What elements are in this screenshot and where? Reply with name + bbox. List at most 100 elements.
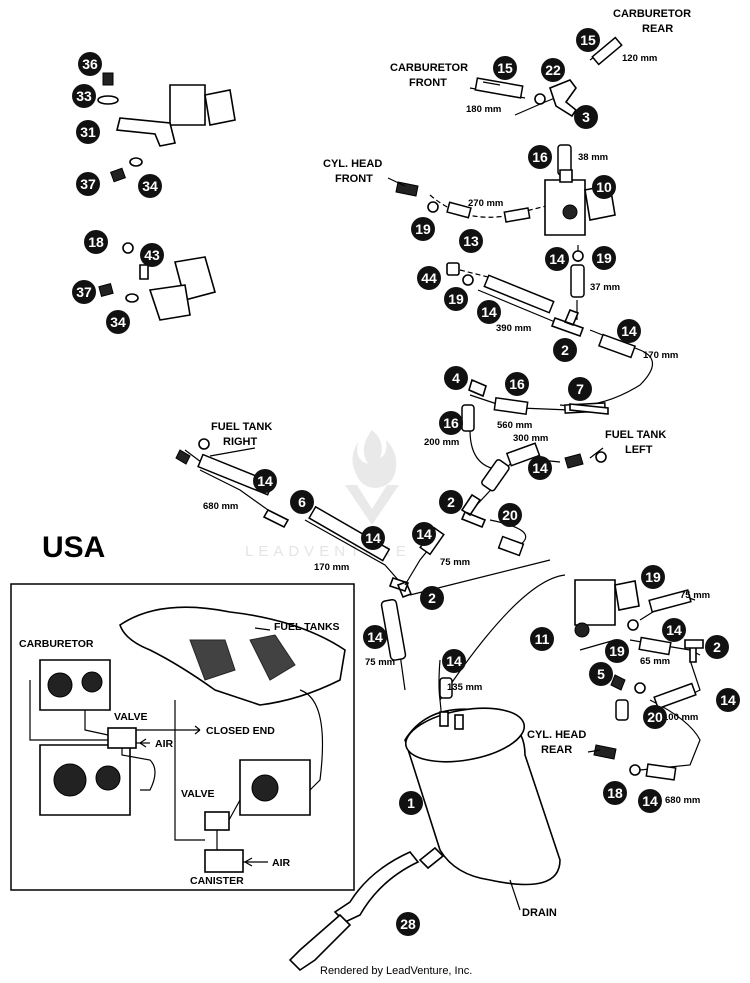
callout-c16a: 16 xyxy=(528,145,552,169)
dim-75-b: 75 mm xyxy=(365,657,395,668)
callout-circle xyxy=(290,490,314,514)
callout-number: 37 xyxy=(76,284,92,300)
callout-c3: 3 xyxy=(574,105,598,129)
callout-number: 6 xyxy=(298,494,306,510)
callout-circle xyxy=(76,120,100,144)
inset-closed-end: CLOSED END xyxy=(206,725,275,737)
dimension-labels: 120 mm 180 mm 38 mm 270 mm 37 mm 390 mm … xyxy=(203,53,710,806)
callout-circle xyxy=(662,618,686,642)
callout-circle xyxy=(592,175,616,199)
callout-number: 14 xyxy=(642,793,658,809)
callout-c2a: 2 xyxy=(553,338,577,362)
dim-560: 560 mm xyxy=(497,420,532,431)
callout-number: 2 xyxy=(428,590,436,606)
callout-number: 36 xyxy=(82,56,98,72)
callout-number: 14 xyxy=(367,629,383,645)
callout-number: 5 xyxy=(597,666,605,682)
callout-circle xyxy=(576,28,600,52)
callout-circle xyxy=(72,84,96,108)
valve-11 xyxy=(574,579,640,638)
callout-c34a: 34 xyxy=(138,174,162,198)
callout-number: 2 xyxy=(713,639,721,655)
inset-fuel-tanks: FUEL TANKS xyxy=(274,621,340,633)
callout-c16b: 16 xyxy=(505,372,529,396)
callout-c16c: 16 xyxy=(439,411,463,435)
callout-number: 14 xyxy=(720,692,736,708)
dim-120: 120 mm xyxy=(622,53,657,64)
callout-circle xyxy=(412,522,436,546)
inset-carburetor: CARBURETOR xyxy=(19,638,94,650)
callout-number: 19 xyxy=(609,643,625,659)
bracket-assembly-mid xyxy=(98,256,216,321)
callout-circle xyxy=(420,586,444,610)
callout-number: 13 xyxy=(463,233,479,249)
canister xyxy=(404,707,561,886)
label-cyl-head-front-1: CYL. HEAD xyxy=(323,158,382,170)
inset-canister: CANISTER xyxy=(190,875,244,887)
callout-circle xyxy=(76,172,100,196)
callout-circle xyxy=(72,280,96,304)
callout-c14b: 14 xyxy=(477,300,501,324)
callout-circle xyxy=(638,789,662,813)
clamps xyxy=(122,93,646,776)
watermark: LEADVENTURE xyxy=(245,430,406,560)
callout-c14h: 14 xyxy=(363,625,387,649)
callout-circle xyxy=(477,300,501,324)
callout-circle xyxy=(545,247,569,271)
callout-circle xyxy=(78,52,102,76)
dim-100: 100 mm xyxy=(663,712,698,723)
callout-number: 14 xyxy=(416,526,432,542)
dim-37: 37 mm xyxy=(590,282,620,293)
callout-circle xyxy=(541,58,565,82)
callout-c10: 10 xyxy=(592,175,616,199)
callout-c15a: 15 xyxy=(493,56,517,80)
callout-circle xyxy=(603,781,627,805)
bracket-assembly-top xyxy=(97,72,236,183)
callout-c14l: 14 xyxy=(638,789,662,813)
region-label: USA xyxy=(42,531,105,564)
text-labels: CARBURETOR REAR CARBURETOR FRONT CYL. HE… xyxy=(42,8,691,919)
callout-number: 15 xyxy=(497,60,513,76)
callout-number: 37 xyxy=(80,176,96,192)
callout-c43: 43 xyxy=(140,243,164,267)
label-fuel-tank-right-2: RIGHT xyxy=(223,436,258,448)
callout-c14d: 14 xyxy=(528,456,552,480)
sensors xyxy=(175,181,626,760)
dim-135: 135 mm xyxy=(447,682,482,693)
callout-c28: 28 xyxy=(396,912,420,936)
callout-number: 3 xyxy=(582,109,590,125)
callout-number: 20 xyxy=(647,709,663,725)
label-drain: DRAIN xyxy=(522,907,557,919)
inset-valve-a: VALVE xyxy=(114,711,147,723)
dim-170-a: 170 mm xyxy=(643,350,678,361)
callout-number: 33 xyxy=(76,88,92,104)
hose-pieces xyxy=(197,36,697,781)
callout-number: 2 xyxy=(561,342,569,358)
callout-number: 16 xyxy=(509,376,525,392)
label-cyl-head-front-2: FRONT xyxy=(335,173,373,185)
callout-number: 19 xyxy=(415,221,431,237)
inset-valve-b: VALVE xyxy=(181,788,214,800)
callout-circle xyxy=(528,456,552,480)
callout-c14c: 14 xyxy=(617,319,641,343)
callout-number: 19 xyxy=(448,291,464,307)
callout-circle xyxy=(605,639,629,663)
callout-circle xyxy=(505,372,529,396)
inset-air-b: AIR xyxy=(272,857,291,869)
callout-number: 1 xyxy=(407,795,415,811)
drain-hose xyxy=(288,846,445,972)
valve-10 xyxy=(544,169,616,236)
callout-circle xyxy=(592,246,616,270)
callout-c11: 11 xyxy=(530,627,554,651)
callout-c33: 33 xyxy=(72,84,96,108)
label-cyl-head-rear-2: REAR xyxy=(541,744,572,756)
callout-c31: 31 xyxy=(76,120,100,144)
callout-c19d: 19 xyxy=(641,565,665,589)
callout-c19e: 19 xyxy=(605,639,629,663)
dim-65: 65 mm xyxy=(640,656,670,667)
callout-c14f: 14 xyxy=(412,522,436,546)
callout-circle xyxy=(574,105,598,129)
callout-circle xyxy=(138,174,162,198)
callout-circle xyxy=(140,243,164,267)
